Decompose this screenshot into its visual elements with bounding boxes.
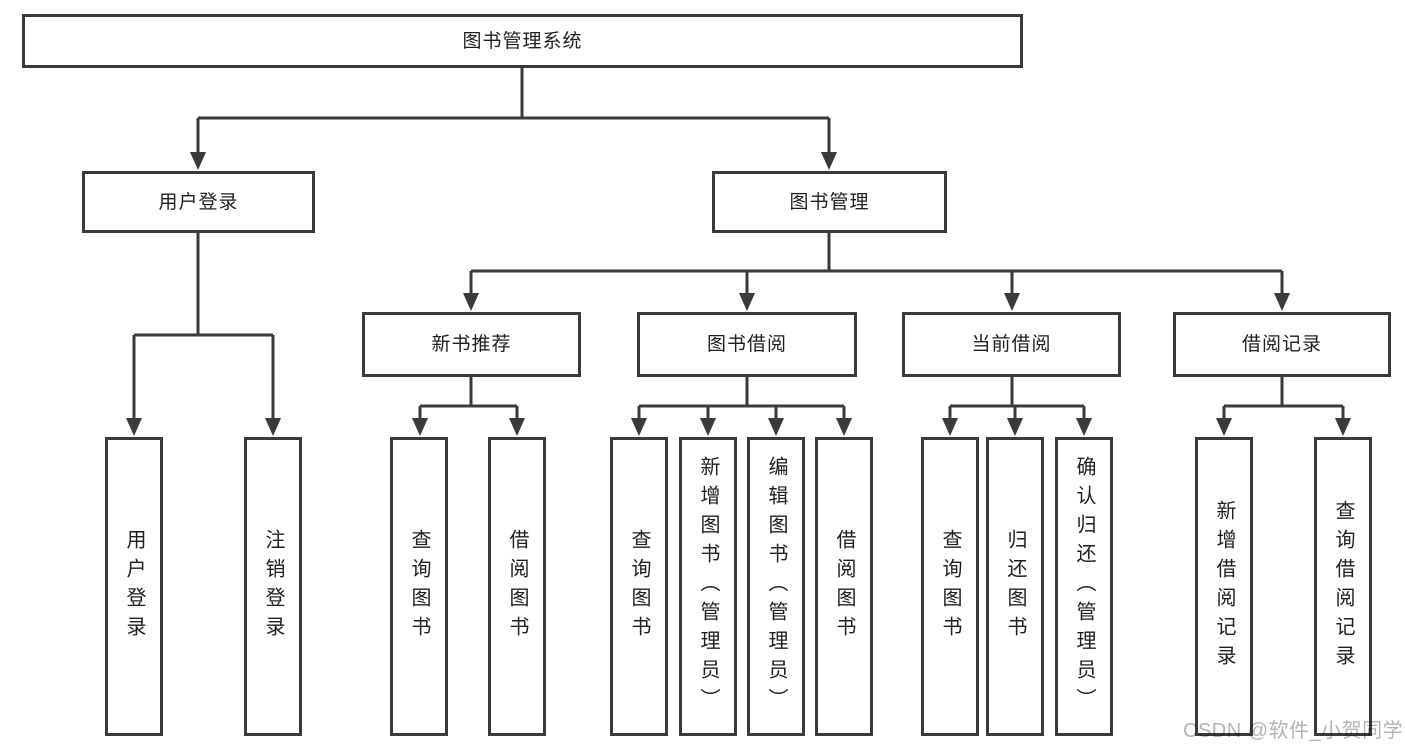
leaf-borrow-books: 借阅图书 <box>815 437 873 736</box>
leaf-user-login: 用户登录 <box>105 437 163 736</box>
leaf-query-books-borrow-label: 查询图书 <box>628 528 650 645</box>
arrowhead <box>836 418 852 436</box>
node-root: 图书管理系统 <box>22 14 1023 68</box>
leaf-edit-books-admin-label: 编辑图书（管理员） <box>765 456 787 717</box>
leaf-borrow-books-recommend: 借阅图书 <box>488 437 546 736</box>
arrowhead <box>509 418 525 436</box>
leaf-query-books-current-label: 查询图书 <box>939 528 961 645</box>
connector-records-to-leaves <box>1222 377 1345 419</box>
leaf-add-borrow-record: 新增借阅记录 <box>1195 437 1253 736</box>
arrowhead <box>463 293 479 311</box>
arrowhead <box>631 418 647 436</box>
arrowhead <box>1216 418 1232 436</box>
arrowhead <box>1076 418 1092 436</box>
node-user-login-label: 用户登录 <box>158 191 239 213</box>
connector-management-to-modules <box>469 233 1284 294</box>
leaf-user-login-label: 用户登录 <box>123 528 145 645</box>
arrowhead <box>126 418 142 436</box>
leaf-query-books-recommend-label: 查询图书 <box>408 528 430 645</box>
arrowhead <box>190 152 206 170</box>
node-current-borrow: 当前借阅 <box>902 312 1121 377</box>
node-new-book-recommend: 新书推荐 <box>362 312 581 377</box>
node-root-label: 图书管理系统 <box>462 30 583 52</box>
connector-recommend-to-leaves <box>418 377 519 419</box>
leaf-query-borrow-record: 查询借阅记录 <box>1314 437 1372 736</box>
connector-login-to-leaves <box>132 233 275 419</box>
arrowhead <box>412 418 428 436</box>
leaf-logout: 注销登录 <box>244 437 302 736</box>
leaf-query-books-recommend: 查询图书 <box>390 437 448 736</box>
leaf-query-books-borrow: 查询图书 <box>610 437 668 736</box>
node-book-borrow: 图书借阅 <box>637 312 857 377</box>
node-new-book-recommend-label: 新书推荐 <box>431 334 512 355</box>
arrowhead <box>942 418 958 436</box>
leaf-confirm-return-admin: 确认归还（管理员） <box>1055 437 1113 736</box>
node-book-management-label: 图书管理 <box>789 191 870 213</box>
leaf-add-borrow-record-label: 新增借阅记录 <box>1213 499 1235 674</box>
leaf-borrow-books-recommend-label: 借阅图书 <box>506 528 528 645</box>
arrowhead <box>768 418 784 436</box>
node-user-login: 用户登录 <box>82 171 315 233</box>
leaf-query-borrow-record-label: 查询借阅记录 <box>1332 499 1354 674</box>
arrowhead <box>700 418 716 436</box>
node-borrow-records: 借阅记录 <box>1173 312 1391 377</box>
connector-root-to-level2 <box>196 68 831 153</box>
arrowhead <box>1004 293 1020 311</box>
arrowhead <box>821 152 837 170</box>
node-book-management: 图书管理 <box>712 171 947 233</box>
node-borrow-records-label: 借阅记录 <box>1241 334 1322 355</box>
connector-borrow-to-leaves <box>637 377 846 419</box>
arrowhead <box>1335 418 1351 436</box>
leaf-edit-books-admin: 编辑图书（管理员） <box>747 437 805 736</box>
leaf-add-books-admin: 新增图书（管理员） <box>679 437 737 736</box>
leaf-logout-label: 注销登录 <box>262 528 284 645</box>
connector-current-to-leaves <box>948 377 1086 419</box>
leaf-return-books-label: 归还图书 <box>1004 528 1026 645</box>
leaf-query-books-current: 查询图书 <box>921 437 979 736</box>
node-book-borrow-label: 图书借阅 <box>706 334 787 355</box>
arrowhead <box>1007 418 1023 436</box>
watermark-text: CSDN @软件_小贺同学 <box>1183 720 1404 742</box>
leaf-return-books: 归还图书 <box>986 437 1044 736</box>
node-current-borrow-label: 当前借阅 <box>971 334 1052 355</box>
leaf-add-books-admin-label: 新增图书（管理员） <box>697 456 719 717</box>
arrowhead <box>265 418 281 436</box>
arrowhead <box>739 293 755 311</box>
leaf-borrow-books-label: 借阅图书 <box>833 528 855 645</box>
arrowhead <box>1274 293 1290 311</box>
leaf-confirm-return-admin-label: 确认归还（管理员） <box>1073 456 1095 717</box>
